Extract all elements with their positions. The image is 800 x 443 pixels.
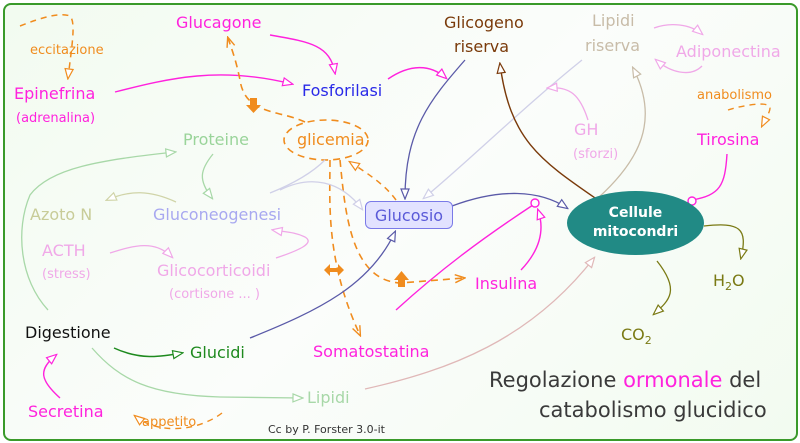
link-digestione-proteine	[21, 152, 175, 311]
node-azoto: Azoto N	[30, 205, 93, 224]
node-glicogeno-riserva: riserva	[454, 37, 510, 56]
link-glicocorticoidi-gluconeogenesi	[273, 230, 309, 259]
node-glicogeno: Glicogeno	[444, 13, 524, 32]
link-glucagone-fosforilasi	[269, 34, 335, 73]
link-gluconeogenesi-azoto	[107, 193, 177, 203]
link-lipidi-cellule	[364, 258, 594, 390]
link-appetito	[135, 412, 223, 430]
glucosio-label: Glucosio	[374, 205, 444, 225]
down-arrow-icon	[246, 98, 261, 113]
link-glucosio-cellule	[451, 192, 567, 208]
node-secretina: Secretina	[28, 402, 104, 421]
node-proteine: Proteine	[183, 130, 249, 149]
node-co2: CO2	[621, 326, 652, 350]
node-gluconeogenesi: Gluconeogenesi	[153, 205, 282, 224]
link-glucagone-glicemia	[228, 38, 306, 123]
node-fosforilasi: Fosforilasi	[302, 81, 383, 100]
h2o-sub: 2	[725, 280, 733, 294]
link-proteine-gluconeogenesi	[201, 153, 213, 198]
link-somatostatina-inhibit	[395, 204, 534, 311]
node-glucosio: Glucosio	[365, 201, 453, 229]
node-glucagone: Glucagone	[176, 13, 262, 32]
link-lipidi-glucosio	[424, 59, 583, 198]
node-glicocorticoidi: Glicocorticoidi	[157, 261, 271, 280]
node-cortisone: (cortisone ... )	[169, 287, 260, 302]
diagram-title: Regolazione ormonale del	[489, 368, 761, 392]
credit: Cc by P. Forster 3.0-it	[268, 423, 385, 436]
h2o-h: H	[713, 271, 726, 290]
node-adiponectina: Adiponectina	[676, 42, 781, 61]
title-highlight: ormonale	[623, 368, 723, 392]
node-stress: (stress)	[42, 267, 91, 282]
inhibit-somatostatina	[530, 198, 540, 208]
up-arrow-icon	[394, 271, 409, 287]
link-fosforilasi-glicogeno	[387, 67, 446, 79]
link-glicemia-somatostatina	[328, 159, 360, 335]
link-gh	[548, 88, 589, 121]
node-somatostatina: Somatostatina	[313, 342, 430, 361]
node-insulina: Insulina	[475, 274, 538, 293]
cellule-label: Cellule	[608, 205, 663, 221]
node-h2o: H2O	[713, 272, 745, 296]
link-insulina	[520, 210, 541, 271]
link-glucidi-glucosio	[249, 232, 395, 339]
label-appetito: appetito	[142, 415, 197, 430]
link-epinefrina-fosforilasi	[114, 74, 292, 93]
link-lipidi-adiponectina	[653, 23, 702, 34]
node-lipidi-riserva: Lipidi	[592, 11, 635, 30]
node-digestione: Digestione	[25, 323, 111, 342]
link-anabolismo	[727, 103, 771, 126]
link-cellule-h2o	[703, 224, 743, 258]
link-digestione-lipidi	[91, 347, 302, 398]
link-eccitazione	[19, 14, 73, 78]
link-tirosina-cellule	[691, 153, 728, 201]
title-part2: del	[722, 368, 762, 392]
node-acth: ACTH	[42, 241, 86, 260]
link-cellule-lipidi	[597, 68, 646, 199]
link-cellule-glicogeno	[500, 64, 599, 201]
node-gh: GH	[574, 120, 599, 139]
co2-co: CO	[621, 325, 645, 344]
node-epinefrina: Epinefrina	[14, 84, 96, 103]
label-anabolismo: anabolismo	[697, 88, 772, 103]
link-cellule-co2	[654, 260, 672, 314]
left-right-arrow-icon	[324, 264, 344, 276]
co2-sub: 2	[644, 334, 652, 348]
link-digestione-glucidi	[113, 347, 182, 357]
node-glucidi: Glucidi	[190, 343, 245, 362]
node-sforzi: (sforzi)	[573, 147, 619, 162]
diagram-title-line2: catabolismo glucidico	[539, 398, 767, 422]
link-secretina-digestione	[43, 355, 61, 399]
node-cellule-mitocondri: Cellule mitocondri	[567, 191, 704, 255]
node-glicemia: glicemia	[297, 130, 365, 149]
link-acth-glicocorticoidi	[109, 245, 172, 257]
title-part1: Regolazione	[489, 368, 624, 392]
link-glicemia-light	[269, 159, 326, 194]
node-lipidi-riserva-2: riserva	[585, 36, 641, 55]
node-lipidi: Lipidi	[307, 388, 350, 407]
label-eccitazione: eccitazione	[30, 43, 104, 58]
link-adiponectina-lipidi	[656, 60, 703, 74]
node-adrenalina: (adrenalina)	[16, 111, 96, 126]
glicemia-ellipse	[283, 119, 369, 161]
link-glicogeno-glucosio	[405, 59, 466, 198]
link-gluconeogenesi-glucosio	[279, 181, 362, 209]
link-glicemia-insulina	[339, 159, 464, 284]
h2o-o: O	[732, 271, 745, 290]
node-tirosina: Tirosina	[697, 130, 760, 149]
link-glucosio-glicemia	[350, 162, 397, 201]
mitocondri-label: mitocondri	[592, 224, 679, 240]
